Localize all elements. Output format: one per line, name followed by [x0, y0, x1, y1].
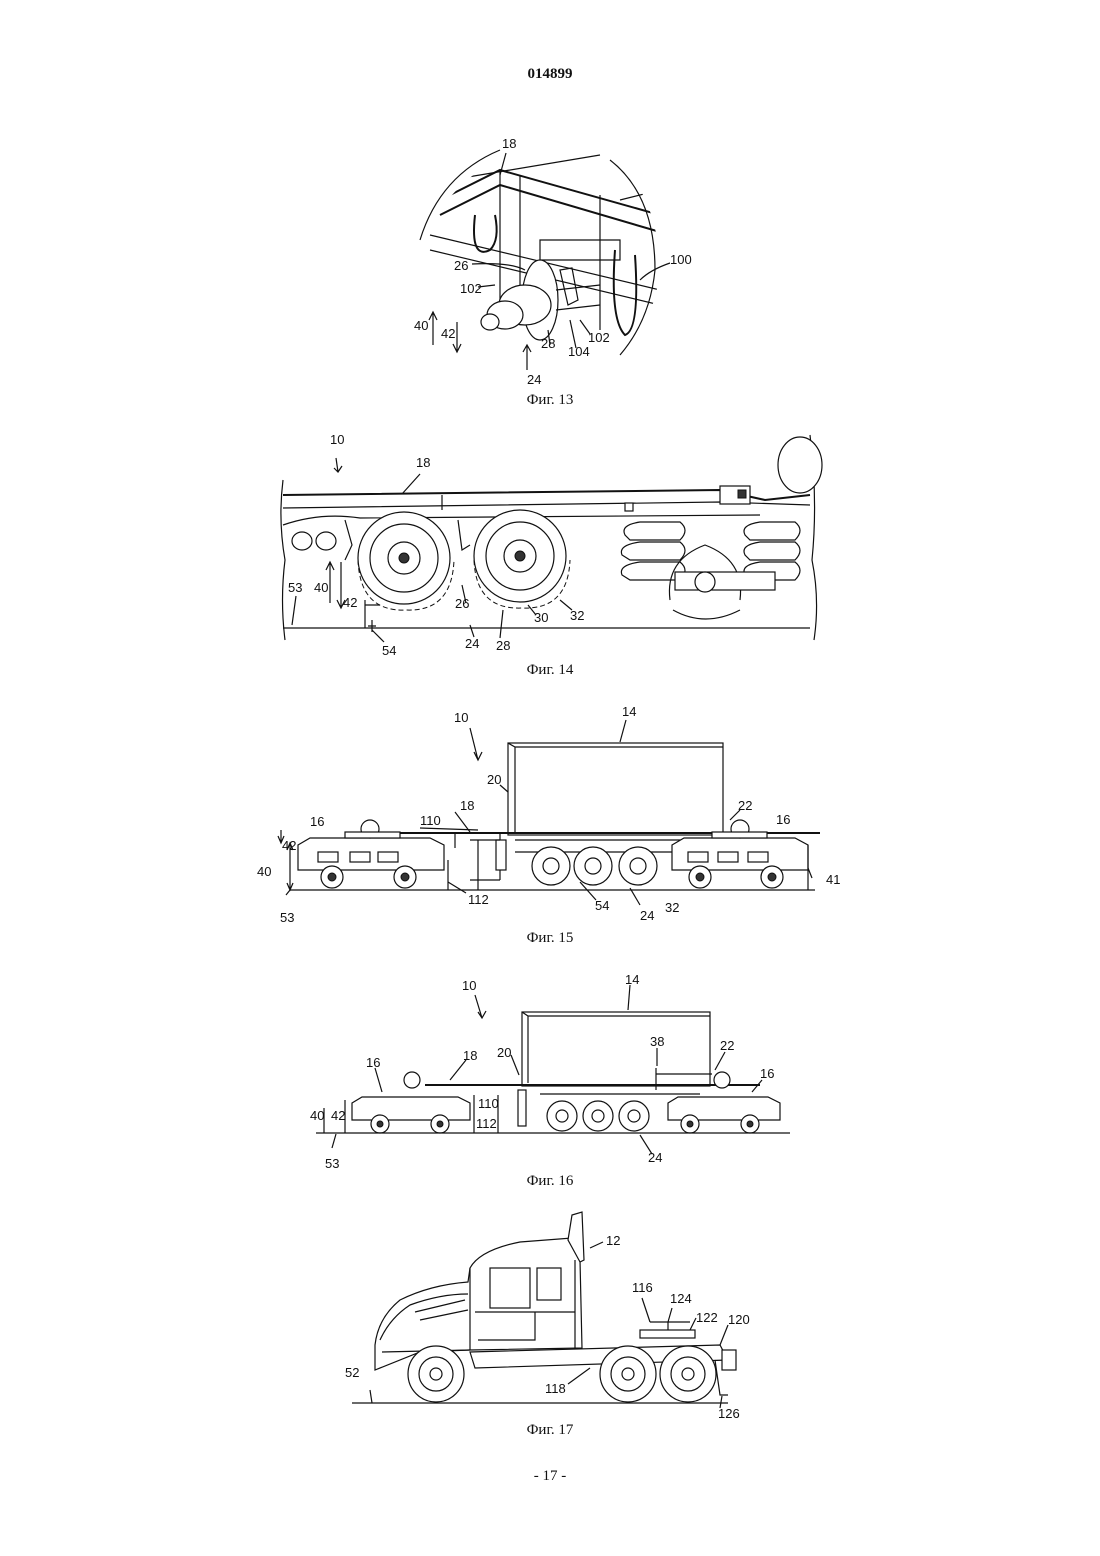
label-18: 18 [463, 1048, 477, 1063]
rear-wheel-left [358, 512, 454, 610]
container-14 [508, 743, 723, 835]
coupling-ball [778, 437, 822, 493]
figure-14-drawing: 10 18 53 40 42 54 26 24 28 30 32 [0, 425, 1100, 660]
label-122: 122 [696, 1310, 718, 1325]
figure-13-drawing: 18 100 26 102 40 42 28 104 102 24 [0, 130, 1100, 395]
trailer-wheels-24 [547, 1101, 649, 1131]
patent-number: 014899 [0, 66, 1100, 83]
label-14: 14 [625, 972, 639, 987]
label-41: 41 [826, 872, 840, 887]
label-38: 38 [650, 1034, 664, 1049]
label-104: 104 [568, 344, 590, 359]
drive-wheel-1 [600, 1346, 656, 1402]
tractor-cab-12 [375, 1212, 584, 1370]
label-100: 100 [670, 252, 692, 267]
figure-16-caption: Фиг. 16 [0, 1173, 1100, 1190]
label-42: 42 [282, 838, 296, 853]
label-120: 120 [728, 1312, 750, 1327]
label-22: 22 [720, 1038, 734, 1053]
label-102b: 102 [588, 330, 610, 345]
label-40: 40 [314, 580, 328, 595]
label-18: 18 [416, 455, 430, 470]
label-10: 10 [462, 978, 476, 993]
label-16-left: 16 [366, 1055, 380, 1070]
bogie-left-16 [298, 820, 444, 888]
front-wheel [408, 1346, 464, 1402]
label-24: 24 [465, 636, 479, 651]
label-42: 42 [441, 326, 455, 341]
ref-arrow-10 [475, 995, 486, 1018]
label-26: 26 [455, 596, 469, 611]
label-24: 24 [527, 372, 541, 387]
label-16-right: 16 [760, 1066, 774, 1081]
container-14 [522, 1012, 710, 1086]
label-116: 116 [632, 1280, 653, 1295]
label-42: 42 [343, 595, 357, 610]
label-118: 118 [545, 1381, 566, 1396]
label-28: 28 [496, 638, 510, 653]
label-26: 26 [454, 258, 468, 273]
figure-17-drawing: 12 116 124 122 120 52 118 126 [0, 1205, 1100, 1420]
break-line-left [281, 480, 285, 640]
figure-15-caption: Фиг. 15 [0, 930, 1100, 947]
label-124: 124 [670, 1291, 692, 1306]
label-30: 30 [534, 610, 548, 625]
figure-14-caption: Фиг. 14 [0, 662, 1100, 679]
label-53: 53 [325, 1156, 339, 1171]
figure-16-drawing: 10 14 38 22 20 18 16 16 40 42 110 112 53… [0, 968, 1100, 1173]
label-16-left: 16 [310, 814, 324, 829]
label-110: 110 [478, 1096, 499, 1111]
label-112: 112 [468, 892, 489, 907]
figure-13-caption: Фиг. 13 [0, 392, 1100, 409]
bogie-left-16 [352, 1072, 470, 1133]
page-footer: - 17 - [0, 1468, 1100, 1485]
label-110: 110 [420, 813, 441, 828]
label-20: 20 [487, 772, 501, 787]
label-32: 32 [665, 900, 679, 915]
label-40: 40 [414, 318, 428, 333]
trailer-wheels-24 [532, 847, 657, 885]
label-126: 126 [718, 1406, 740, 1421]
label-18: 18 [460, 798, 474, 813]
ref-arrow-10 [470, 728, 482, 760]
label-102: 102 [460, 281, 482, 296]
figure-17-caption: Фиг. 17 [0, 1422, 1100, 1439]
label-32: 32 [570, 608, 584, 623]
label-28: 28 [541, 336, 555, 351]
label-22: 22 [738, 798, 752, 813]
label-42: 42 [331, 1108, 345, 1123]
label-24: 24 [648, 1150, 662, 1165]
label-54: 54 [382, 643, 396, 658]
label-40: 40 [257, 864, 271, 879]
label-12: 12 [606, 1233, 620, 1248]
label-18: 18 [502, 136, 516, 151]
drive-wheel-2 [660, 1346, 716, 1402]
label-40: 40 [310, 1108, 324, 1123]
label-14: 14 [622, 704, 636, 719]
label-52: 52 [345, 1365, 359, 1380]
label-112: 112 [476, 1116, 497, 1131]
label-53: 53 [288, 580, 302, 595]
label-54: 54 [595, 898, 609, 913]
rear-wheel-right [474, 510, 570, 608]
label-24: 24 [640, 908, 654, 923]
label-10: 10 [454, 710, 468, 725]
label-10: 10 [330, 432, 344, 447]
figure-15-drawing: 10 14 20 110 18 16 42 40 53 112 54 24 32… [0, 700, 1100, 930]
label-20: 20 [497, 1045, 511, 1060]
label-16-right: 16 [776, 812, 790, 827]
label-53: 53 [280, 910, 294, 925]
rail-bogie [621, 522, 800, 619]
